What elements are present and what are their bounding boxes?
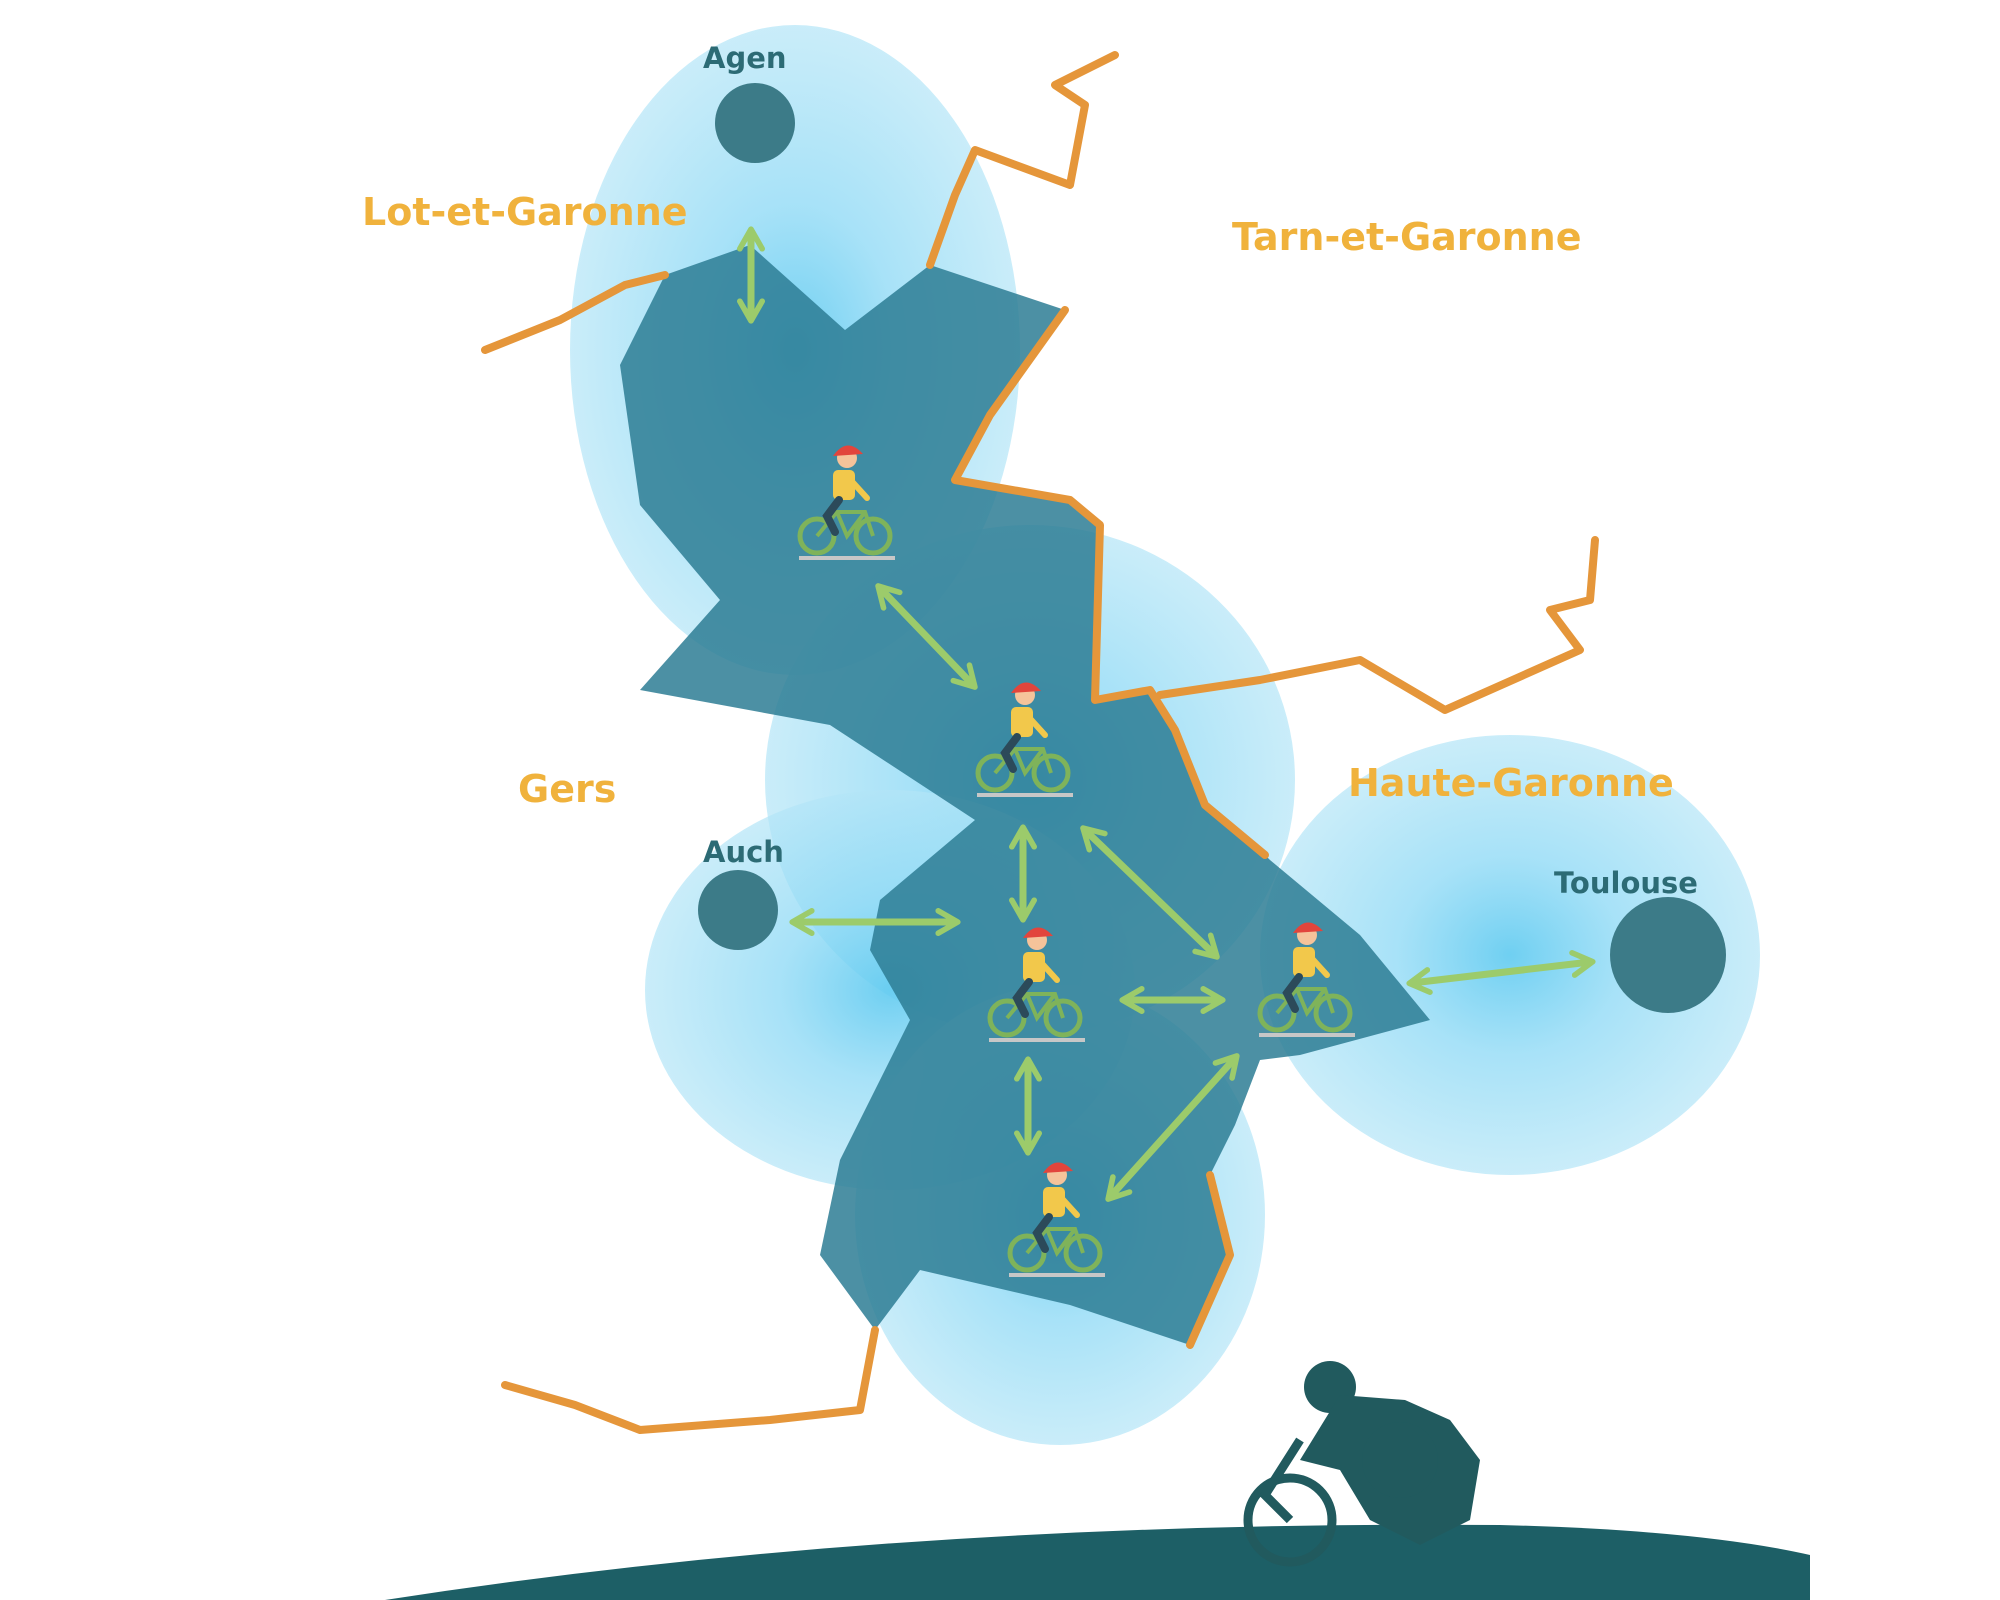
label-auch: Auch xyxy=(703,835,784,869)
label-gers: Gers xyxy=(518,767,616,811)
label-agen: Agen xyxy=(703,41,787,75)
arrow-center-east xyxy=(1080,825,1220,960)
border-line-north xyxy=(481,271,669,354)
label-toulouse: Toulouse xyxy=(1554,866,1698,900)
city-dot-auch[interactable] xyxy=(698,870,778,950)
arrow-east-toulouse xyxy=(1406,950,1596,995)
city-dot-agen[interactable] xyxy=(715,83,795,163)
label-haute-garonne: Haute-Garonne xyxy=(1348,761,1674,805)
label-lot-et-garonne: Lot-et-Garonne xyxy=(362,190,688,234)
connection-arrows xyxy=(737,226,1596,1202)
border-line-north-east xyxy=(926,51,1119,269)
ground-hill xyxy=(385,1524,1810,1600)
border-line-east xyxy=(1156,536,1599,714)
city-labels: Agen Auch Toulouse xyxy=(703,41,1698,900)
border-line-south xyxy=(501,1326,879,1434)
label-tarn-et-garonne: Tarn-et-Garonne xyxy=(1232,215,1582,259)
cyclist-silhouette xyxy=(1243,1361,1480,1567)
city-markers xyxy=(698,83,1726,1013)
department-labels: Lot-et-Garonne Tarn-et-Garonne Gers Haut… xyxy=(362,190,1674,811)
border-line-center xyxy=(951,306,1269,859)
arrow-east-south xyxy=(1105,1053,1240,1202)
arrow-north-center xyxy=(875,583,978,690)
city-dot-toulouse[interactable] xyxy=(1610,897,1726,1013)
